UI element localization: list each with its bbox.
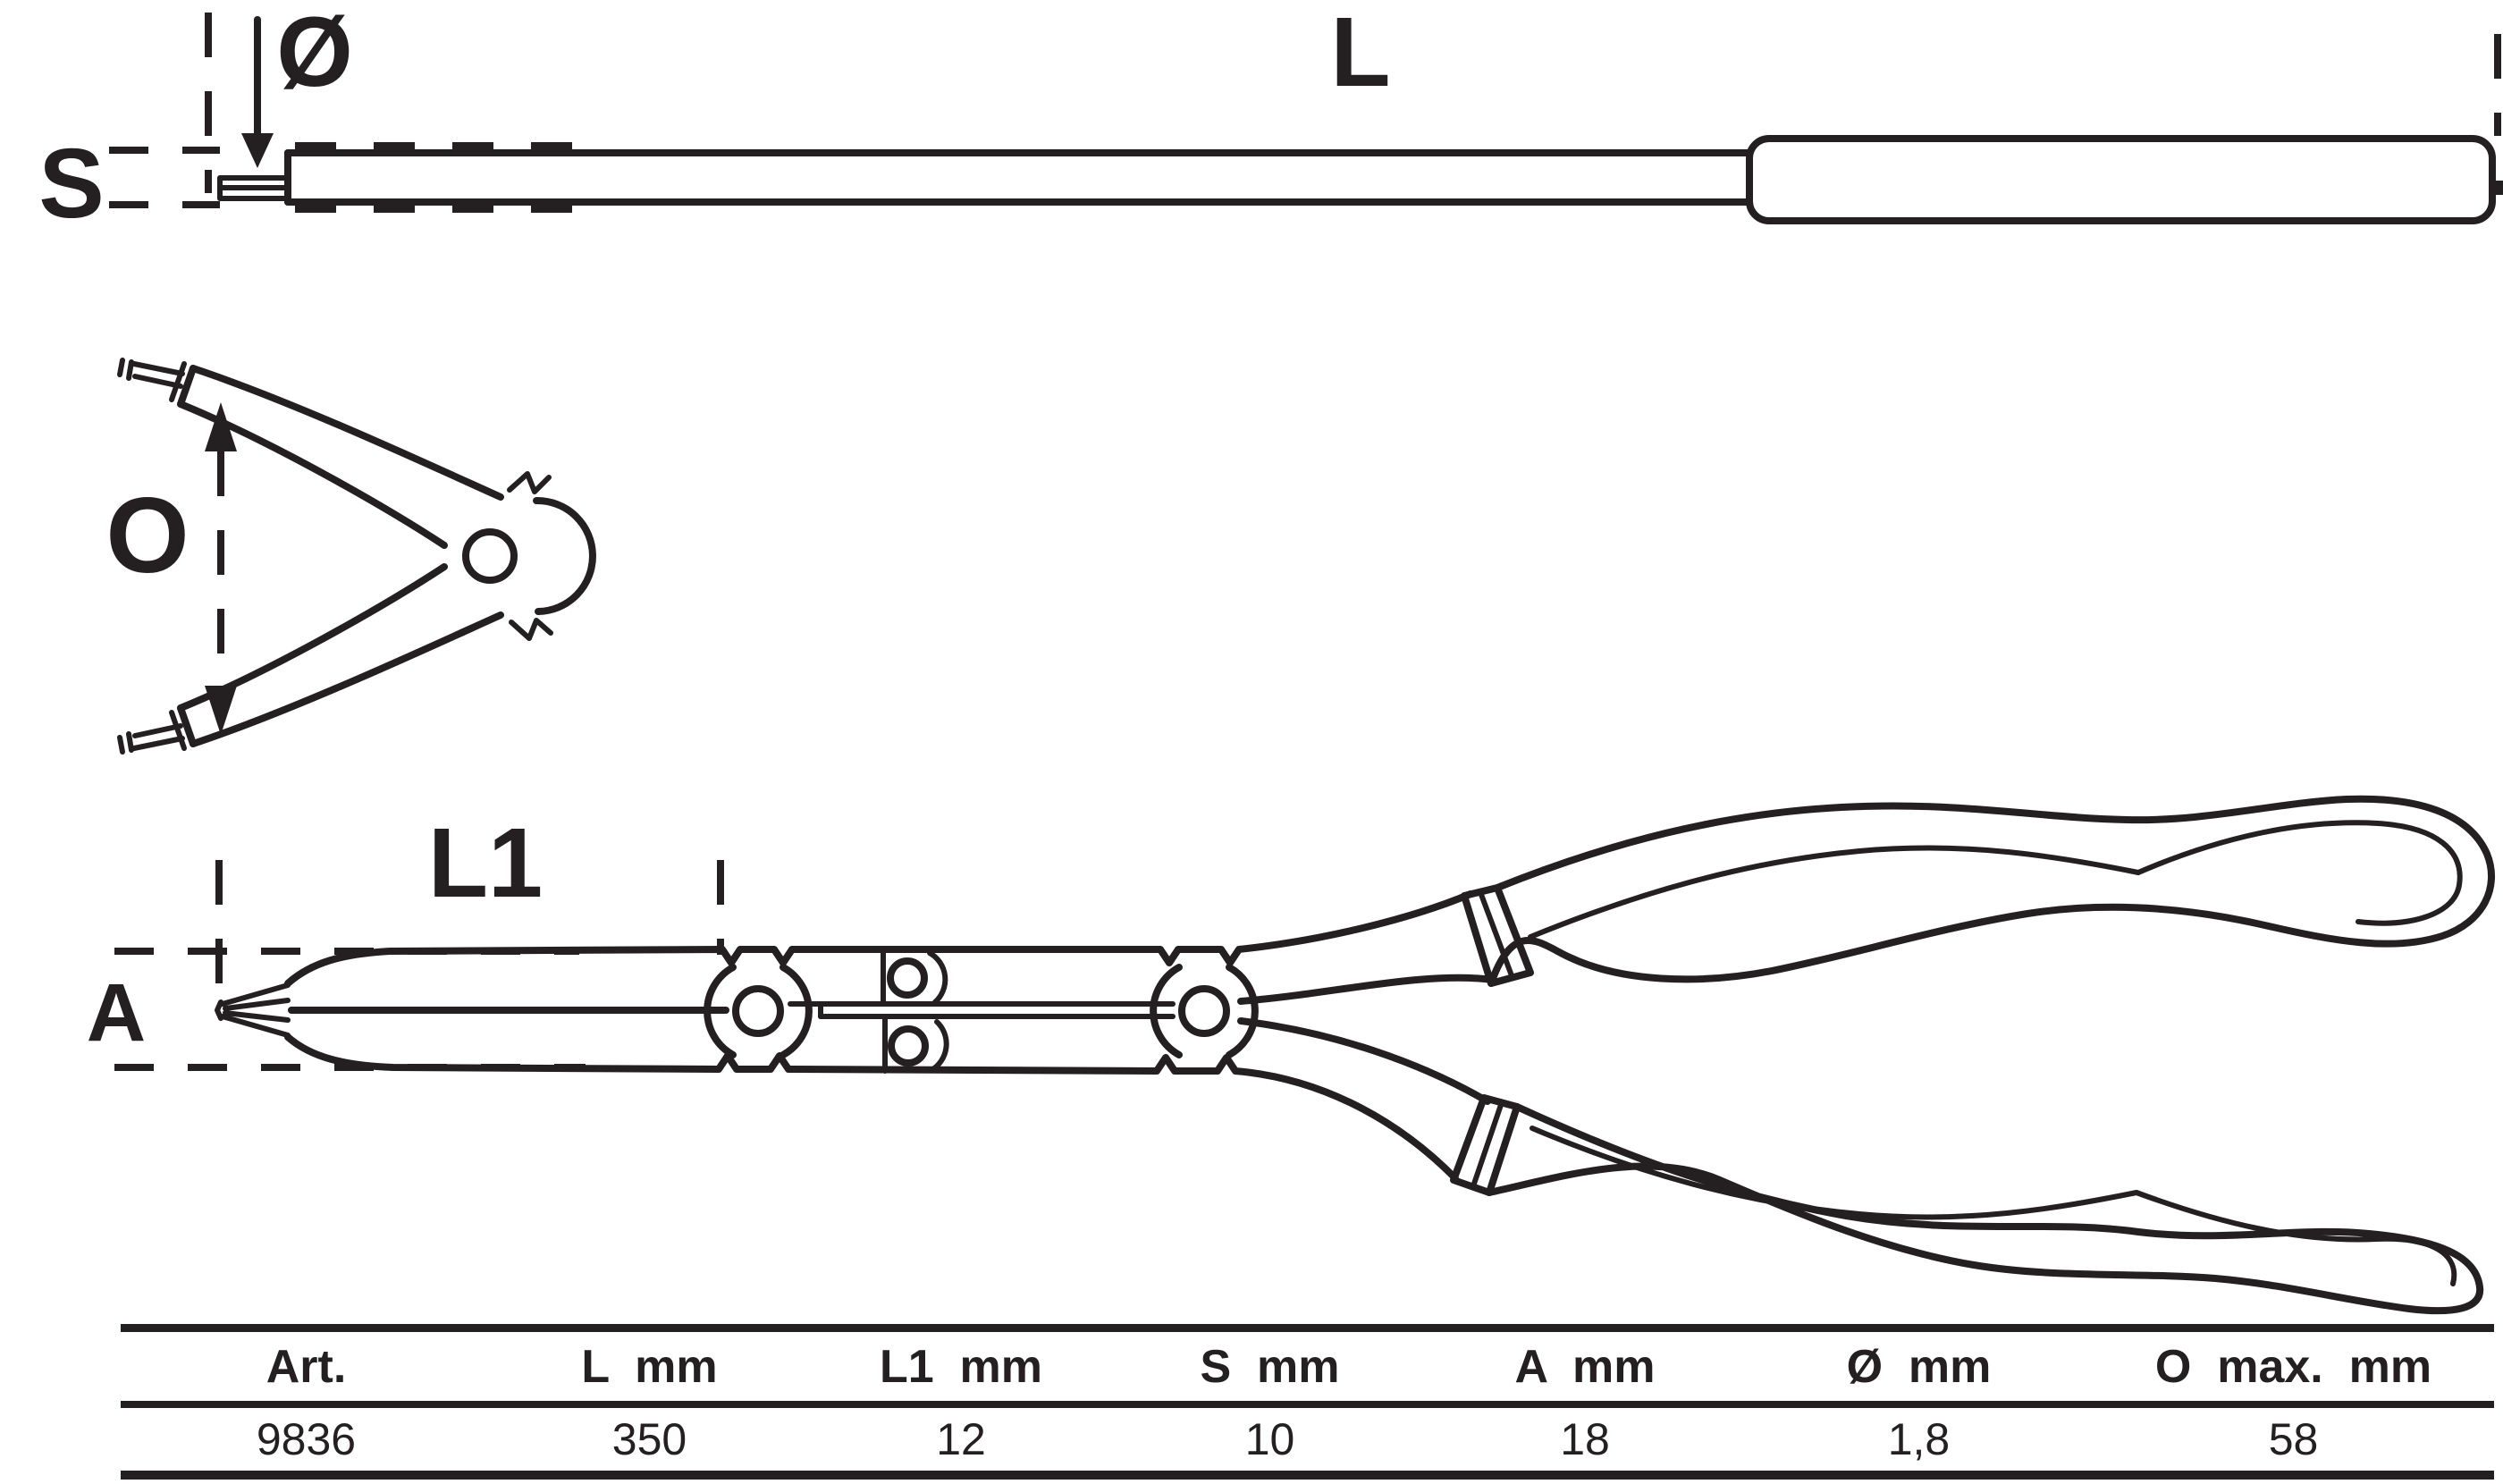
rivet-bottom-arc (929, 1019, 949, 1073)
lower-prong-top (132, 723, 183, 738)
hub-break-mark-top (507, 471, 552, 494)
figure-pliers-view: L1 A (87, 795, 2495, 1315)
upper-arm-outer-edge (190, 365, 504, 501)
upper-arm-lower-edge (1237, 974, 1496, 1005)
handle-outline (1746, 135, 2496, 224)
upper-arm-collar-face (177, 365, 197, 408)
pliers-tip-point (215, 999, 223, 1021)
value-l-mm: 350 (611, 1414, 687, 1464)
label-o: O (105, 476, 189, 595)
lower-handle-inner-line (1530, 1126, 2139, 1220)
value-a-mm: 18 (1560, 1414, 1610, 1464)
label-l: L (1330, 0, 1390, 107)
upper-handle-end-curl (2136, 820, 2463, 926)
header-diameter-mm: Ø mm (1846, 1340, 1992, 1393)
label-diameter: Ø (276, 0, 353, 107)
pivot-hole-2 (1178, 985, 1230, 1037)
lower-arm-inner-edge (177, 563, 448, 712)
spec-table-header-row: Art. L mm L1 mm S mm A mm Ø mm O max. mm (121, 1332, 2494, 1408)
header-l1-mm: L1 mm (879, 1340, 1043, 1393)
lower-prong-tip-tick (117, 735, 125, 755)
hub1-right-arc (780, 964, 813, 1058)
pivot-hole-1 (732, 985, 784, 1037)
lower-prong-bottom (131, 736, 185, 751)
label-a: A (87, 967, 146, 1058)
body-top-edge (284, 890, 1474, 987)
upper-grip-collar (1461, 884, 1534, 987)
value-s-mm: 10 (1244, 1414, 1295, 1464)
lower-arm-outer-edge (190, 611, 504, 747)
header-s-mm: S mm (1200, 1340, 1340, 1393)
opening-pivot-hole (462, 528, 518, 584)
spec-table: Art. L mm L1 mm S mm A mm Ø mm O max. mm… (121, 1324, 2494, 1480)
header-l-mm: L mm (581, 1340, 718, 1393)
lower-collar-line (1471, 1100, 1504, 1189)
opening-hub-right-arc (533, 496, 596, 615)
upper-prong-top (131, 361, 185, 376)
upper-prong-cap (126, 359, 134, 381)
rivet-top (887, 957, 928, 999)
figure-opening-view: O (105, 358, 596, 755)
value-l1-mm: 12 (936, 1414, 986, 1464)
o-arrow-up (205, 402, 237, 451)
lower-arm-collar-line (169, 710, 187, 751)
upper-prong-bottom (132, 374, 183, 389)
value-o-max-mm: 58 (2268, 1414, 2319, 1464)
lower-handle-outline (1486, 1103, 2484, 1315)
tip-fan-4 (220, 1014, 291, 1038)
value-art: 9836 (256, 1414, 357, 1464)
header-o-max-mm: O max. mm (2154, 1340, 2432, 1393)
header-art: Art. (265, 1340, 347, 1393)
rivet-top-arc (927, 950, 948, 1005)
spec-table-value-row: 9836 350 12 10 18 1,8 58 (121, 1408, 2494, 1471)
tip-fan-1 (220, 982, 291, 1007)
hub2-left-arc (1150, 964, 1183, 1058)
lower-prong-cap (126, 731, 134, 753)
lower-arm-upper-edge (1237, 1017, 1491, 1105)
value-diameter-mm: 1,8 (1887, 1414, 1951, 1464)
upper-handle-inner-line (1528, 845, 2141, 940)
body-bottom-edge (284, 1033, 1459, 1182)
upper-arm-collar-line (169, 361, 187, 402)
lower-handle-end-curl (2134, 1190, 2457, 1286)
tip-fan-2 (223, 998, 291, 1011)
handle-end-nub (2490, 181, 2503, 195)
header-a-mm: A mm (1514, 1340, 1656, 1393)
hub-break-mark-bottom (509, 618, 553, 641)
figure-top-view: S Ø L (38, 0, 2503, 239)
upper-arm-inner-edge (177, 401, 448, 549)
diameter-arrow-head (241, 133, 274, 168)
hub2-right-arc (1226, 964, 1259, 1058)
lower-arm-collar-face (177, 704, 197, 747)
upper-collar-line (1478, 890, 1515, 981)
tip-fan-3 (223, 1010, 291, 1023)
upper-handle-outline (1487, 795, 2495, 987)
upper-prong-tip-tick (117, 358, 125, 377)
rivet-bottom (888, 1025, 929, 1067)
label-s: S (38, 129, 104, 239)
hub1-left-arc (704, 964, 737, 1058)
label-l1: L1 (428, 808, 543, 918)
